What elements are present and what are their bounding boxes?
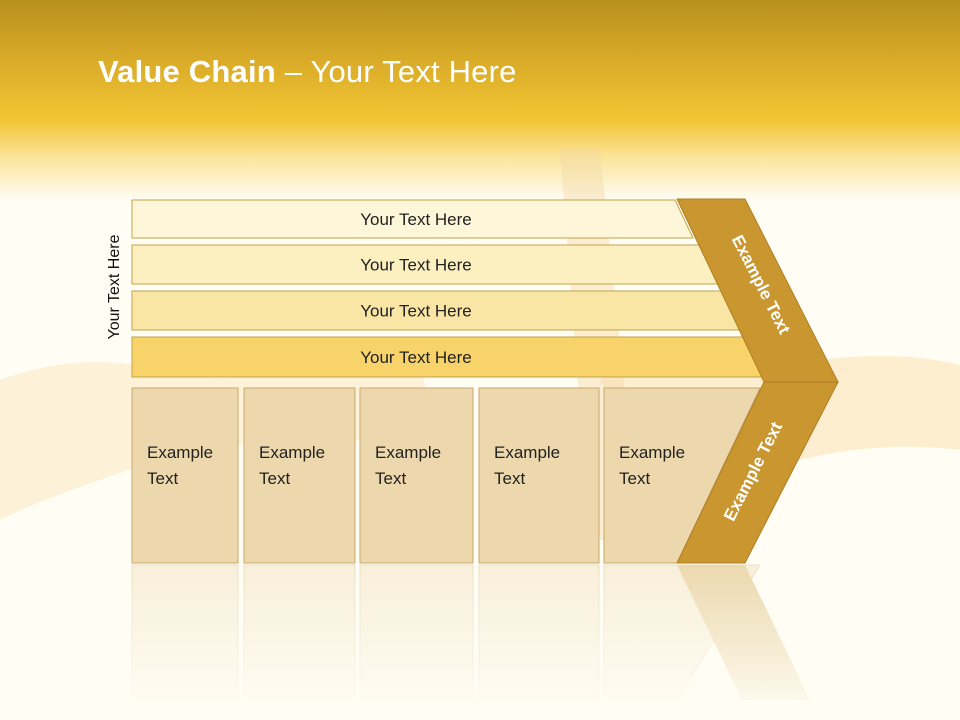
support-row-label: Your Text Here (360, 302, 472, 321)
title-rest: – Your Text Here (275, 54, 517, 89)
primary-box-line2: Text (375, 469, 406, 488)
reflection-fade (120, 563, 840, 720)
support-row-label: Your Text Here (360, 348, 472, 367)
primary-box (359, 387, 474, 564)
header-band (0, 0, 960, 200)
primary-box (131, 387, 239, 564)
primary-box-line1: Example (259, 443, 325, 462)
support-row-label: Your Text Here (360, 210, 472, 229)
primary-box (478, 387, 600, 564)
primary-box (243, 387, 356, 564)
primary-box-line2: Text (494, 469, 525, 488)
primary-box-line1: Example (147, 443, 213, 462)
support-row-label: Your Text Here (360, 256, 472, 275)
slide-title: Value Chain – Your Text Here (98, 54, 517, 90)
support-row (131, 199, 694, 239)
primary-box-line2: Text (619, 469, 650, 488)
title-bold: Value Chain (98, 54, 276, 89)
primary-box-line2: Text (259, 469, 290, 488)
primary-box-line1: Example (619, 443, 685, 462)
primary-box-line1: Example (494, 443, 560, 462)
primary-box-line2: Text (147, 469, 178, 488)
primary-box-line1: Example (375, 443, 441, 462)
margin-lower-arrow (676, 381, 839, 564)
